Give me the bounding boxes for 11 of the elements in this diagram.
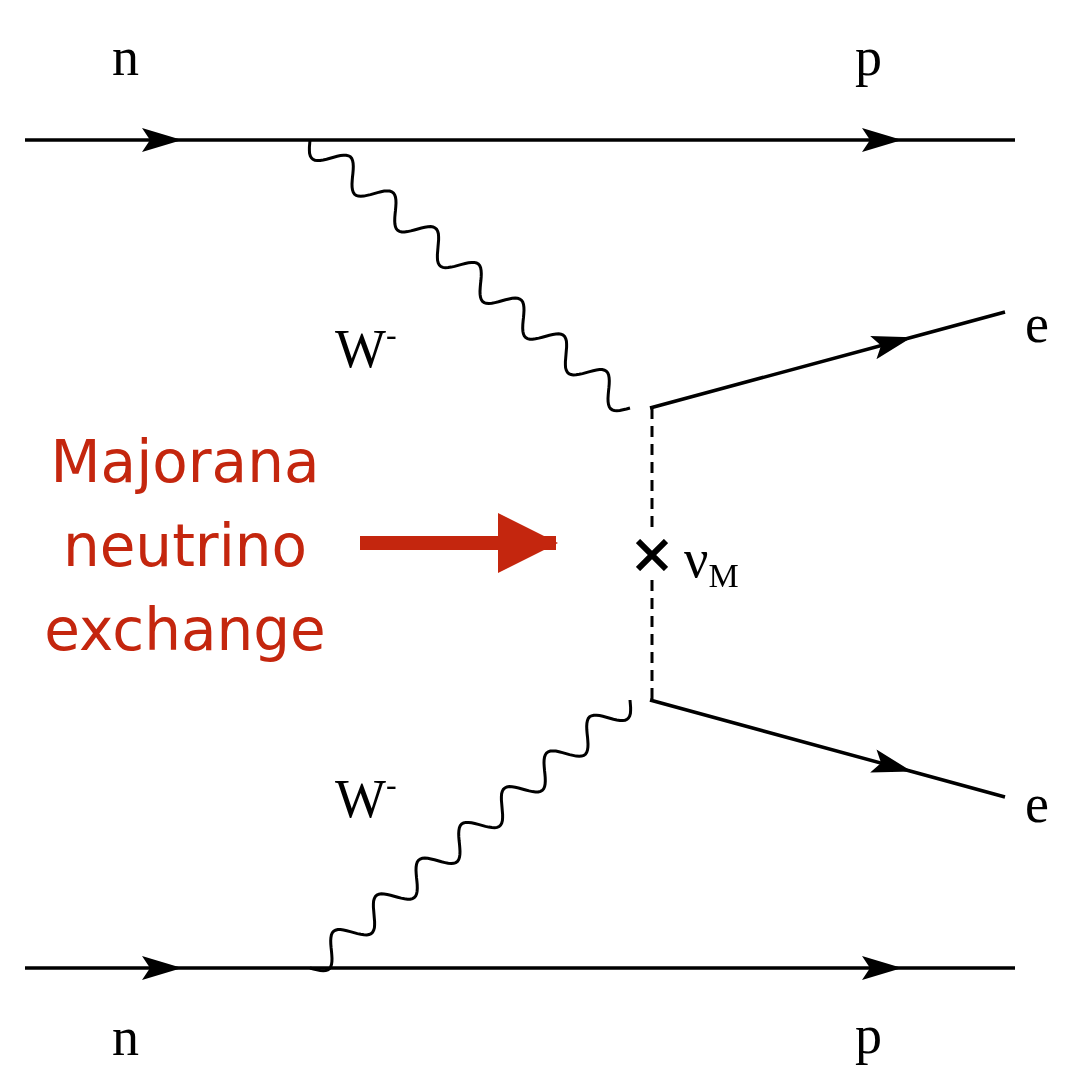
particle-label: ν$_{M}$ — [684, 532, 739, 593]
dashed-line — [650, 580, 654, 700]
boson-label: W$^{-}$ — [335, 768, 397, 826]
annotation-text: Majorana neutrino exchange — [43, 427, 327, 666]
dashed-line — [650, 408, 654, 530]
arrow — [360, 513, 558, 573]
particle-label: n — [112, 30, 139, 84]
particle-label: e — [1025, 777, 1049, 831]
particle-label: e — [1025, 297, 1049, 351]
boson-label: W$^{-}$ — [335, 318, 397, 376]
particle-label: n — [112, 1010, 139, 1064]
